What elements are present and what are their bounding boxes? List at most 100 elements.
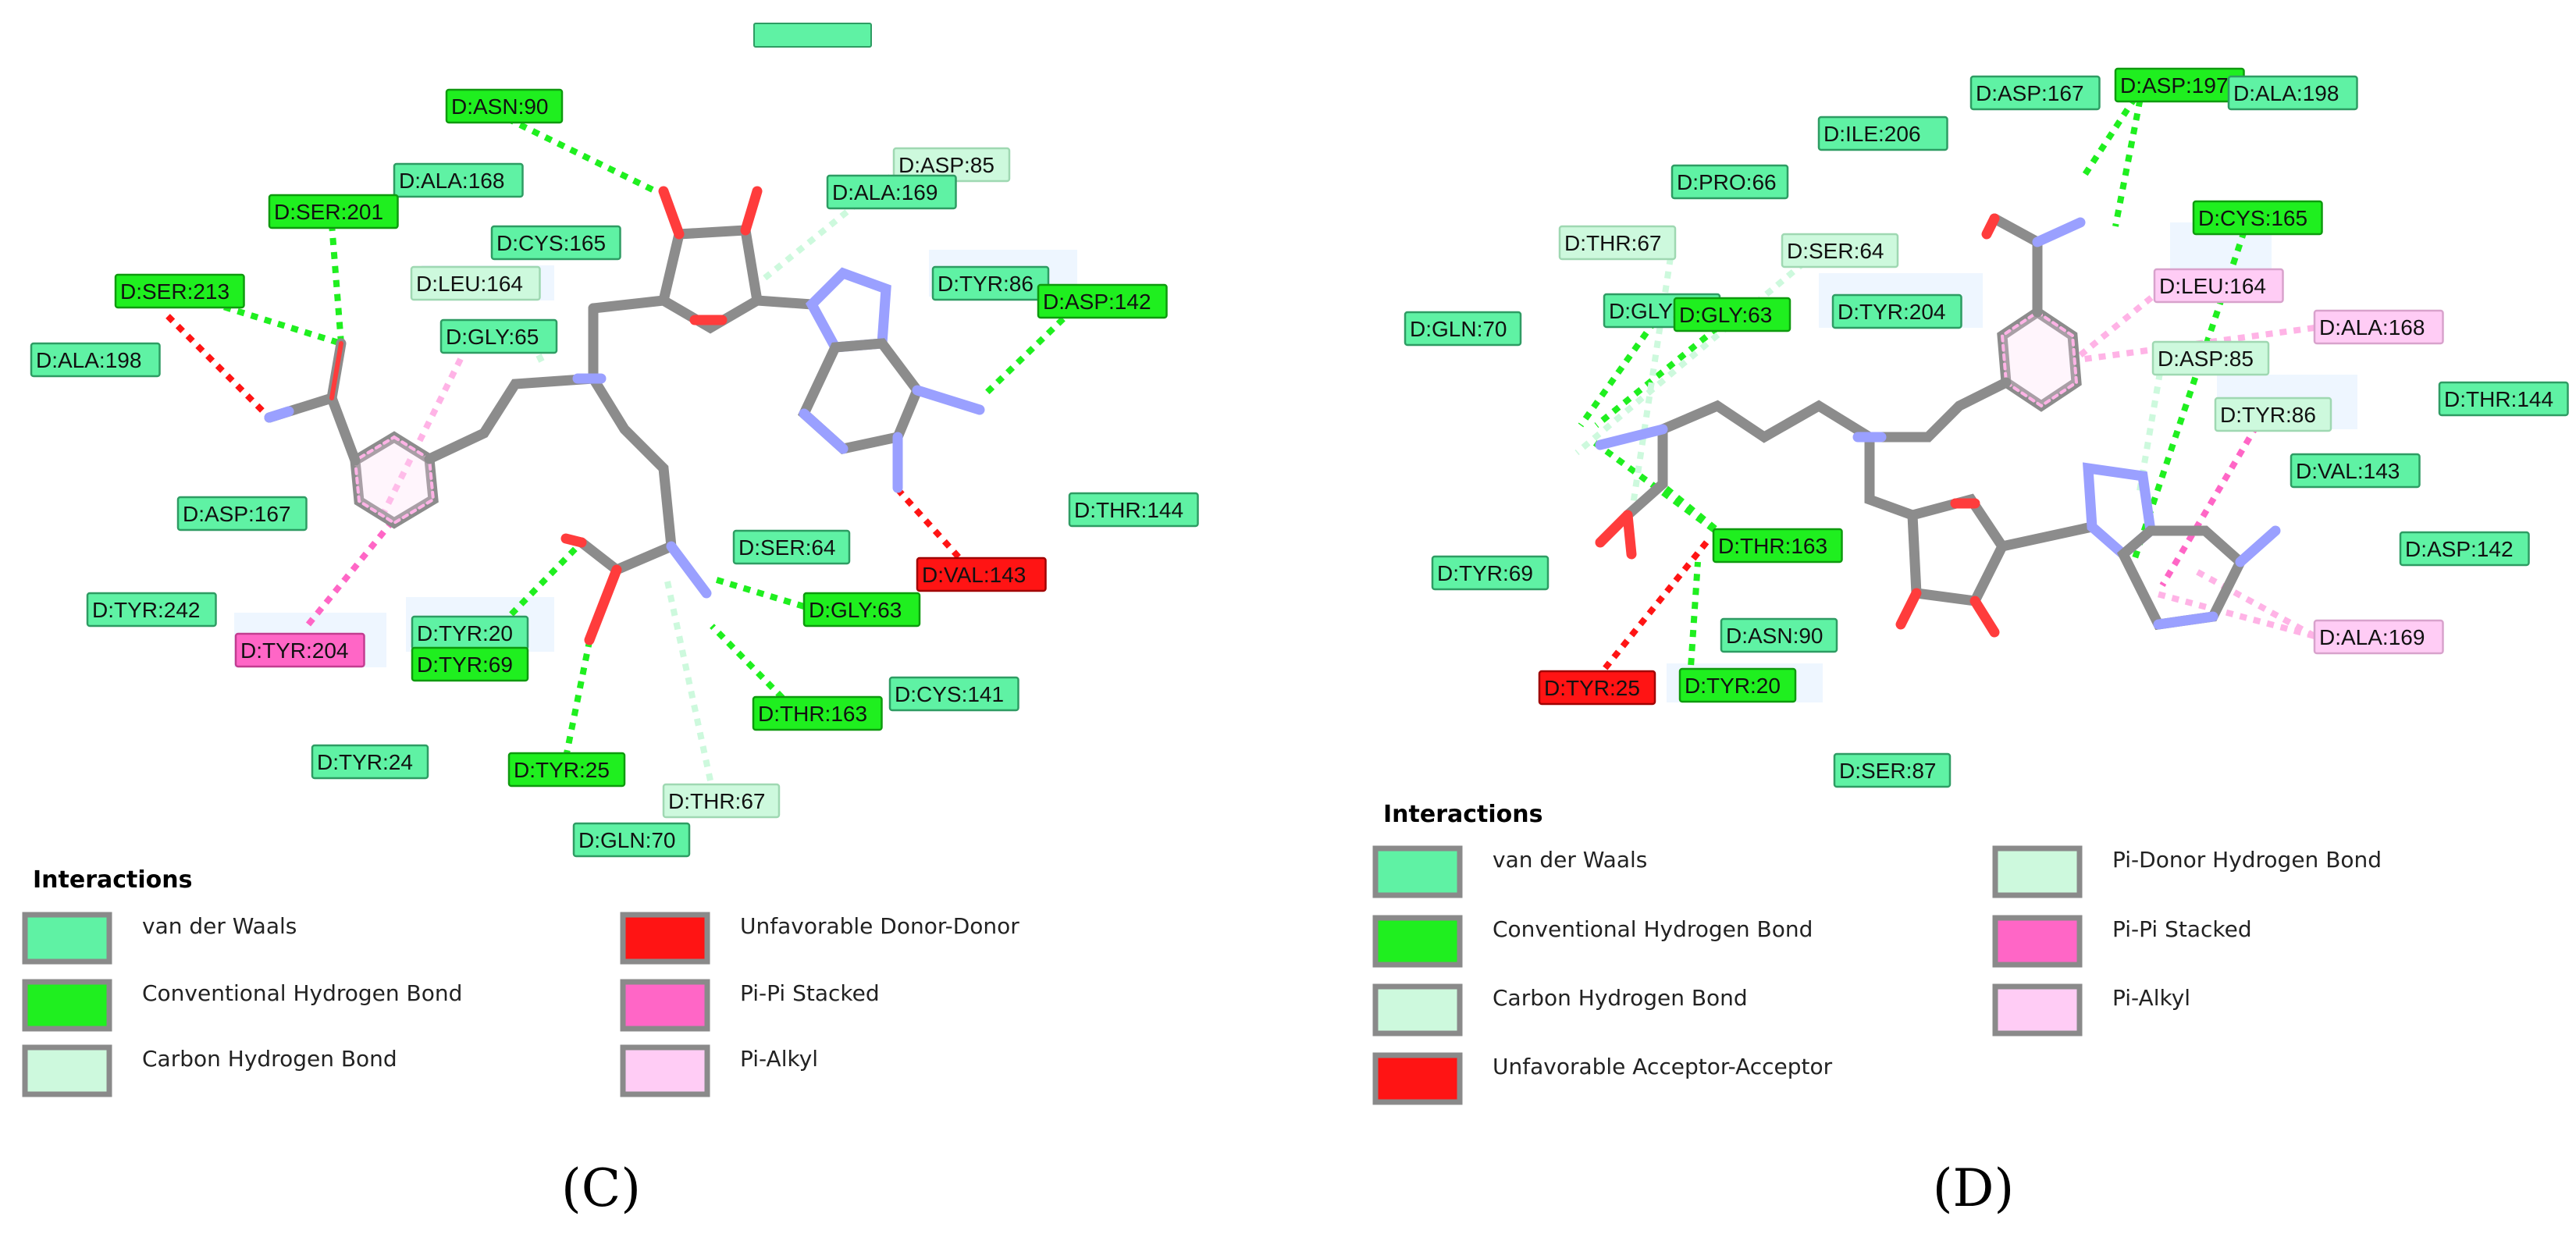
residue-label-box — [1969, 75, 2101, 111]
residue-label-text: D:VAL:143 — [2296, 459, 2400, 483]
residue-label-box — [916, 556, 1047, 592]
residue-label-text: D:TYR:204 — [240, 638, 349, 663]
residue-label: D:TYR:204 — [234, 632, 365, 668]
residue-label: D:LEU:164 — [2153, 268, 2284, 304]
imidazole-ring — [2082, 462, 2156, 561]
residue-label: D:GLN:70 — [1404, 311, 1522, 347]
hbond-line — [710, 624, 795, 710]
residue-label: D:PRO:66 — [1670, 164, 1789, 200]
residue-label-box — [490, 225, 621, 261]
cutoff-residue-label — [753, 23, 872, 48]
ch-bond-line — [1574, 251, 1817, 456]
residue-label-box — [1833, 752, 1952, 788]
legend-swatch — [1992, 845, 2083, 898]
residue-label-text: D:ALA:168 — [2319, 315, 2425, 340]
pyrimidine-ring — [2116, 525, 2247, 631]
residue-label: D:TYR:69 — [1431, 555, 1550, 591]
residue-label-text: D:ASP:142 — [1043, 290, 1151, 314]
furan-ring — [1907, 493, 2008, 607]
residue-label-box — [2399, 531, 2530, 567]
hbond-line — [1687, 561, 1701, 680]
residue-label-box — [1817, 116, 1948, 151]
residue-label-box — [1558, 225, 1677, 261]
residue-label: D:GLY:63 — [802, 592, 921, 628]
hbond-line — [509, 540, 584, 617]
legend-label: Conventional Hydrogen Bond — [1493, 916, 1813, 942]
residue-label: D:THR:67 — [662, 783, 781, 819]
residue-label-text: D:VAL:143 — [922, 563, 1026, 587]
residue-label: D:CYS:165 — [2192, 200, 2323, 236]
ammonium-n — [1595, 424, 1668, 450]
residue-label-text: D:TYR:25 — [514, 758, 610, 782]
residue-label: D:ASP:142 — [1037, 283, 1168, 319]
residue-label: D:THR:144 — [1068, 492, 1199, 528]
residue-label-box — [931, 265, 1050, 301]
hbond-line — [1594, 325, 1720, 428]
residue-label-box — [393, 162, 524, 198]
residue-label: D:THR:163 — [1712, 528, 1843, 564]
residue-label: D:TYR:24 — [311, 744, 429, 780]
legend-item: Unfavorable Acceptor-Acceptor — [1372, 1052, 1833, 1105]
residue-label: D:TYR:25 — [1538, 670, 1656, 706]
hbond-line — [1578, 308, 1666, 428]
residue-label-text: D:TYR:204 — [1838, 300, 1946, 324]
legend-title: Interactions — [1383, 801, 1542, 828]
residue-label-box — [311, 744, 429, 780]
residue-label-box — [114, 273, 245, 309]
residue-label: D:ASP:142 — [2399, 531, 2530, 567]
residue-label: D:TYR:20 — [1678, 667, 1797, 703]
bond-amide — [264, 391, 361, 466]
residue-label-box — [30, 342, 161, 378]
residue-label-box — [802, 592, 921, 628]
residue-label: D:VAL:143 — [916, 556, 1047, 592]
residue-label-text: D:THR:163 — [758, 702, 867, 726]
residue-label-text: D:SER:87 — [1839, 759, 1937, 783]
residue-label: D:ILE:206 — [1817, 116, 1948, 151]
residue-label: D:GLY:65 — [439, 318, 558, 354]
residue-label-box — [2438, 381, 2569, 417]
unfavorable-line — [165, 314, 272, 420]
residue-label-box — [2227, 75, 2358, 111]
residue-label-box — [411, 646, 529, 682]
residue-label-text: D:THR:163 — [1718, 534, 1827, 558]
hydroxyl-o — [740, 186, 763, 236]
residue-label-text: D:GLY:65 — [446, 325, 539, 349]
residue-label: D:TYR:20 — [411, 615, 529, 651]
hydroxyl-o — [658, 186, 685, 240]
legend-item: van der Waals — [22, 912, 297, 965]
bond-chain — [424, 373, 599, 464]
legend-swatch — [620, 1044, 710, 1097]
residue-label-text: D:SER:64 — [738, 535, 836, 560]
residue-label-text: D:ASP:85 — [2158, 347, 2254, 371]
hydroxyl-o — [1895, 588, 1922, 630]
panel-c: D:ASN:90D:ALA:168D:SER:201D:ASP:85D:ALA:… — [22, 23, 1199, 1218]
residue-label-text: D:THR:144 — [1074, 498, 1183, 522]
residue-label-text: D:SER:64 — [1787, 239, 1884, 263]
pi-alkyl-line — [2078, 286, 2165, 358]
residue-label-text: D:ASN:90 — [451, 94, 549, 119]
legend-label: van der Waals — [1493, 847, 1647, 873]
residue-label-box — [1781, 233, 1899, 268]
residue-label: D:ALA:198 — [2227, 75, 2358, 111]
residue-label-text: D:LEU:164 — [416, 272, 523, 296]
panel-c-residue-labels: D:ASN:90D:ALA:168D:SER:201D:ASP:85D:ALA:… — [30, 88, 1199, 858]
amine-nh2 — [912, 385, 985, 415]
residue-label: D:LEU:164 — [410, 265, 541, 301]
residue-label-box — [1037, 283, 1168, 319]
legend-swatch — [1372, 915, 1463, 968]
residue-label-box — [445, 88, 564, 124]
residue-label-box — [2313, 309, 2444, 345]
legend-swatch — [1992, 915, 2083, 968]
residue-label-text: D:ASN:90 — [1726, 624, 1823, 648]
nitrogen-tip — [264, 406, 294, 423]
residue-label-text: D:ASP:142 — [2405, 537, 2514, 561]
residue-label-box — [1720, 617, 1838, 653]
ch-bond-line — [535, 354, 546, 364]
residue-label-box — [888, 676, 1019, 712]
residue-label-box — [1538, 670, 1656, 706]
legend-item: Pi-Pi Stacked — [1992, 915, 2252, 968]
bond — [588, 295, 669, 314]
legend-item: van der Waals — [1372, 845, 1647, 898]
residue-label-text: D:THR:144 — [2444, 387, 2553, 411]
